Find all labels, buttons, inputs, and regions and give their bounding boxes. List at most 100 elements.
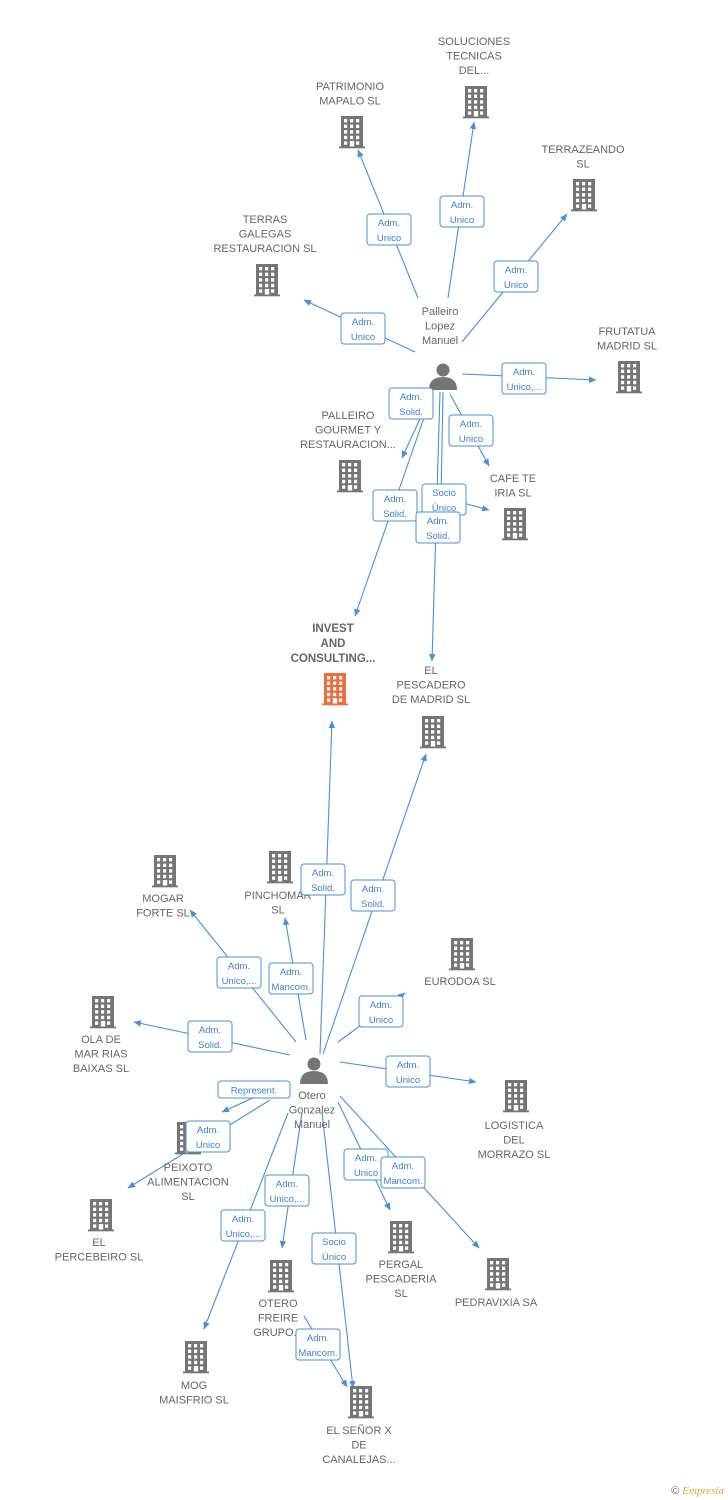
relation-label-otero-pescadero[interactable]: Adm.Solid. [350,879,396,912]
company-label-line: GOURMET Y [315,425,382,437]
company-label-line: DEL... [459,65,490,77]
company-label-line: CONSULTING... [291,653,376,665]
brand-logo[interactable]: Empresia [682,1485,724,1497]
relation-label-box [372,489,418,522]
company-node-eurodoa[interactable]: EURODOA SL [424,938,496,988]
company-label-mogar: MOGAR FORTE SL [136,893,190,920]
building-icon [90,996,116,1029]
relation-label-text: Adm. [312,868,334,879]
relation-label-otero-peixoto[interactable]: Represent. [217,1080,291,1099]
relation-label-box [340,312,386,345]
relation-label-otero-pinchomar[interactable]: Adm.Mancom. [268,962,314,995]
company-label-line: TERRAZEANDO [541,144,625,156]
building-icon [502,508,528,541]
relation-label-palleiro-cafe[interactable]: Adm.Unico [448,414,494,447]
company-node-soluciones[interactable]: SOLUCIONESTECNICASDEL... [438,36,510,119]
relation-label-otero-mogar[interactable]: Adm.Unico,... [216,956,262,989]
relation-label-palleiro-palleiro_gourmet[interactable]: Adm.Solid. [388,387,434,420]
relation-label-palleiro-terras[interactable]: Adm.Unico [340,312,386,345]
relation-label-palleiro-invest[interactable]: Adm.Solid. [372,489,418,522]
relation-label-text: Unico [396,1075,420,1086]
company-label-line: INVEST [312,623,354,635]
relation-label-otero-mog[interactable]: Adm.Unico,... [220,1209,266,1242]
company-label-line: MAISFRIO SL [159,1395,229,1407]
relation-label-text: Unico,... [507,382,542,393]
relation-label-text: Socio [322,1237,346,1248]
company-label-line: SL [576,159,589,171]
company-label-line: FORTE SL [136,908,190,920]
relation-label-otero-otero_freire[interactable]: Adm.Unico,... [264,1174,310,1207]
person-label-line: Gonzalez [289,1105,335,1117]
company-node-terrazeando[interactable]: TERRAZEANDO SL [541,144,625,212]
relation-label-box [385,1055,431,1088]
relation-label-palleiro-patrimonio[interactable]: Adm.Unico [366,213,412,246]
relation-label-palleiro-frutatua[interactable]: Adm.Unico,... [501,362,547,395]
company-label-line: GRUPO... [253,1327,303,1339]
company-label-line: MAR RIAS [74,1049,127,1061]
company-label-line: PERGAL [379,1259,424,1271]
relation-label-otero-pergal[interactable]: Adm.Unico [343,1148,389,1181]
company-label-line: MOGAR [142,893,184,905]
person-label-line: Otero [298,1090,326,1102]
company-label-eurodoa: EURODOA SL [424,976,496,988]
company-label-line: PESCADERO [396,680,466,692]
company-label-line: MOG [181,1380,207,1392]
company-label-line: DE [351,1440,366,1452]
relation-label-otero-invest[interactable]: Adm.Solid. [300,863,346,896]
relation-label-text: Solid. [383,509,407,520]
building-icon [463,86,489,119]
company-node-senor[interactable]: EL SEÑOR XDECANALEJAS... [322,1386,396,1466]
person-icon [429,363,457,390]
building-icon [183,1341,209,1374]
relation-label-otero_freire-senor[interactable]: Adm.Mancom. [295,1328,341,1361]
relation-label-text: Unico,... [222,976,257,987]
company-node-otero_freire[interactable]: OTEROFREIREGRUPO... [253,1260,303,1339]
relation-label-otero-logistica[interactable]: Adm. Unico [385,1055,431,1088]
relation-label-box [350,879,396,912]
company-label-line: OTERO [258,1298,298,1310]
relation-label-palleiro-terrazeando[interactable]: Adm.Unico [493,260,539,293]
relation-label-text: Adm. [355,1153,377,1164]
relation-label-text: Mancom. [298,1348,337,1359]
company-node-mog[interactable]: MOG MAISFRIO SL [159,1341,229,1407]
relation-label-text: Unico,... [226,1229,261,1240]
relation-label-otero-pedravixia[interactable]: Adm.Mancom. [380,1156,426,1189]
relation-label-palleiro-soluciones[interactable]: Adm.Unico [439,195,485,228]
relation-label-box [300,863,346,896]
relation-label-palleiro-pescadero[interactable]: Adm.Solid. [415,511,461,544]
relation-label-box [358,995,404,1028]
building-icon [485,1258,511,1291]
company-node-invest[interactable]: INVESTANDCONSULTING... [291,623,376,706]
company-label-line: DE MADRID SL [392,694,470,706]
company-node-mogar[interactable]: MOGAR FORTE SL [136,855,190,920]
relation-label-text: Adm. [397,1060,419,1071]
relation-label-otero-percebeiro[interactable]: Adm.Unico [185,1120,231,1153]
building-icon [268,1260,294,1293]
relation-label-otero-ola[interactable]: Adm.Solid. [187,1020,233,1053]
relation-label-otero-eurodoa[interactable]: Adm.Unico [358,995,404,1028]
edge-layer [127,121,597,1389]
relation-label-text: Adm. [400,392,422,403]
person-icon [300,1057,328,1084]
company-node-pedravixia[interactable]: PEDRAVIXIA SA [455,1258,538,1309]
company-label-line: EL [92,1237,105,1249]
relation-label-box [185,1120,231,1153]
